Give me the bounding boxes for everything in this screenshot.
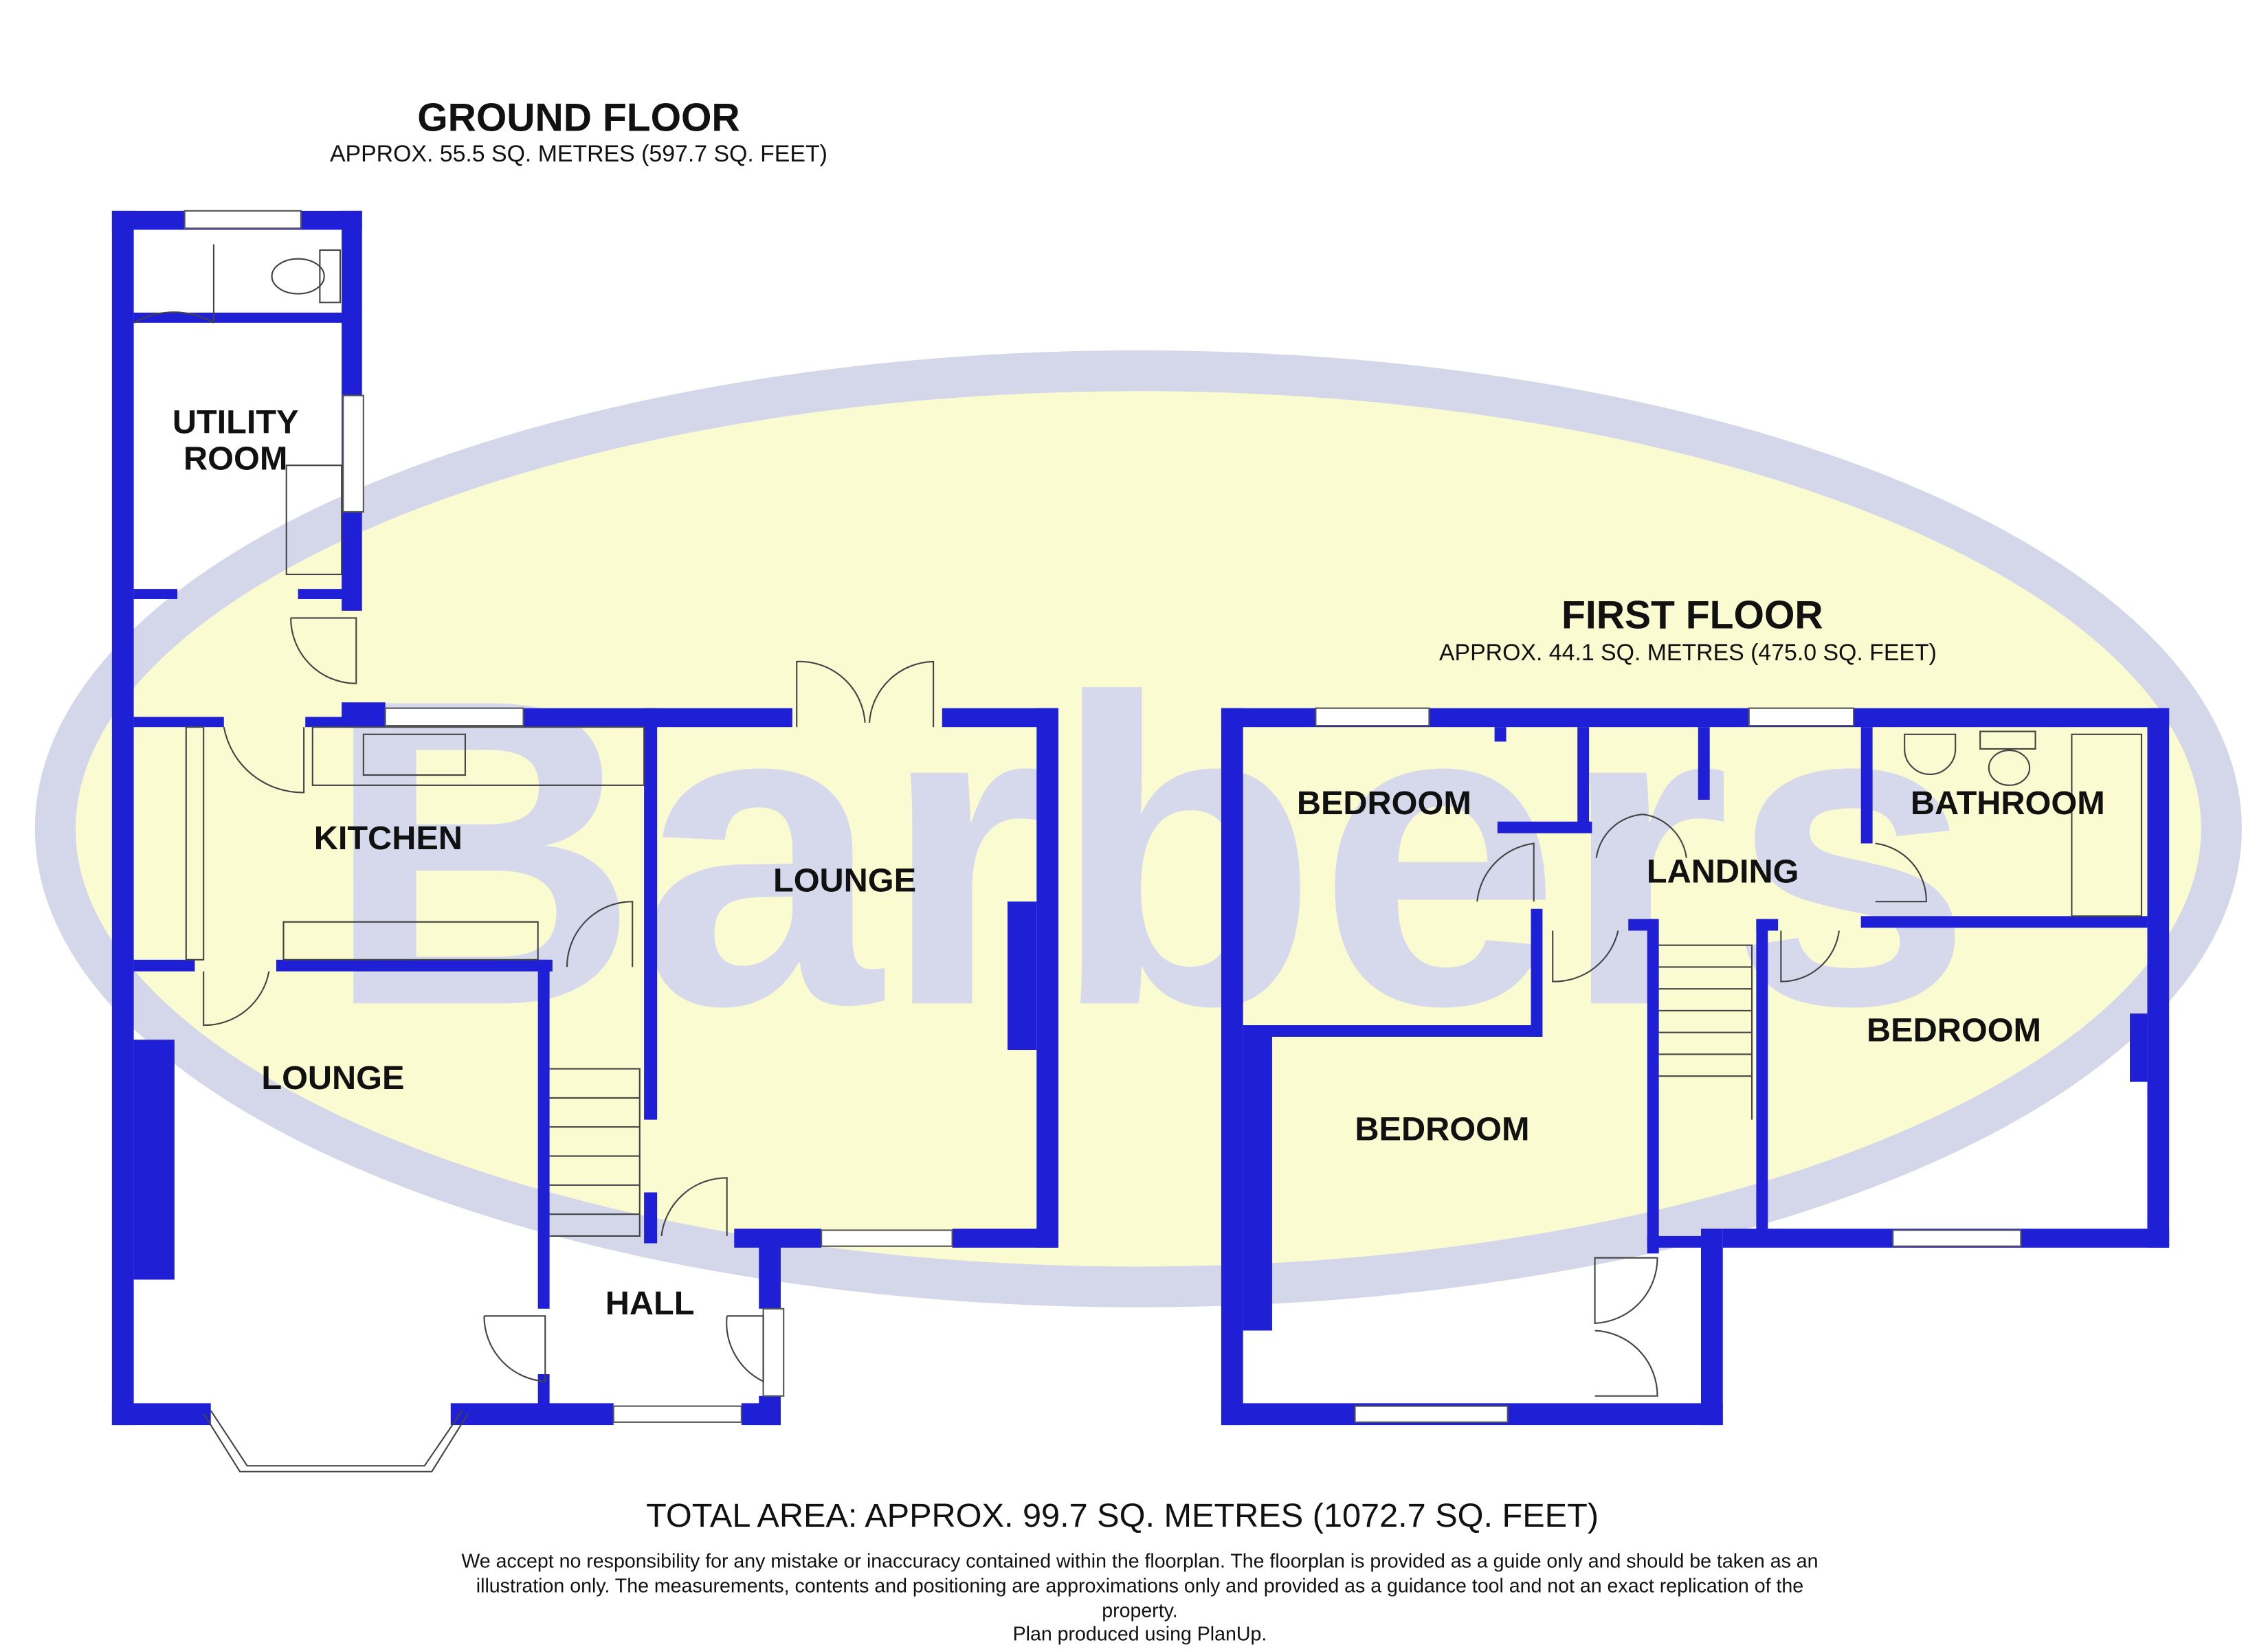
- room-label-bedroom-3: BEDROOM: [1355, 1110, 1529, 1147]
- room-label-bedroom-1: BEDROOM: [1297, 785, 1471, 822]
- total-area: TOTAL AREA: APPROX. 99.7 SQ. METRES (107…: [646, 1497, 1599, 1534]
- room-label-lounge-right: LOUNGE: [773, 862, 916, 899]
- disclaimer-line-3: property.: [1102, 1600, 1178, 1622]
- first-floor-area: APPROX. 44.1 SQ. METRES (475.0 SQ. FEET): [1439, 640, 1937, 666]
- room-label-utility-1: UTILITY: [173, 404, 299, 441]
- first-floor-title: FIRST FLOOR: [1561, 593, 1823, 637]
- room-label-bathroom: BATHROOM: [1911, 785, 2105, 822]
- room-label-bedroom-2: BEDROOM: [1867, 1011, 2041, 1048]
- room-label-lounge-left: LOUNGE: [261, 1059, 404, 1097]
- watermark-text: Barbers: [324, 608, 1973, 1096]
- disclaimer-line-2: illustration only. The measurements, con…: [476, 1575, 1803, 1597]
- ground-floor-area: APPROX. 55.5 SQ. METRES (597.7 SQ. FEET): [330, 141, 827, 167]
- watermark: Barbers: [34, 350, 2242, 1308]
- room-label-kitchen: KITCHEN: [314, 820, 463, 857]
- ground-floor-title: GROUND FLOOR: [417, 96, 740, 139]
- ground-floor-plan: [111, 210, 1058, 1472]
- disclaimer-line-1: We accept no responsibility for any mist…: [461, 1550, 1818, 1572]
- produced-by: Plan produced using PlanUp.: [1013, 1623, 1267, 1645]
- room-label-utility-2: ROOM: [184, 440, 287, 478]
- first-floor-plan: [1221, 707, 2170, 1426]
- room-label-hall: HALL: [605, 1285, 695, 1322]
- room-label-landing: LANDING: [1647, 853, 1799, 890]
